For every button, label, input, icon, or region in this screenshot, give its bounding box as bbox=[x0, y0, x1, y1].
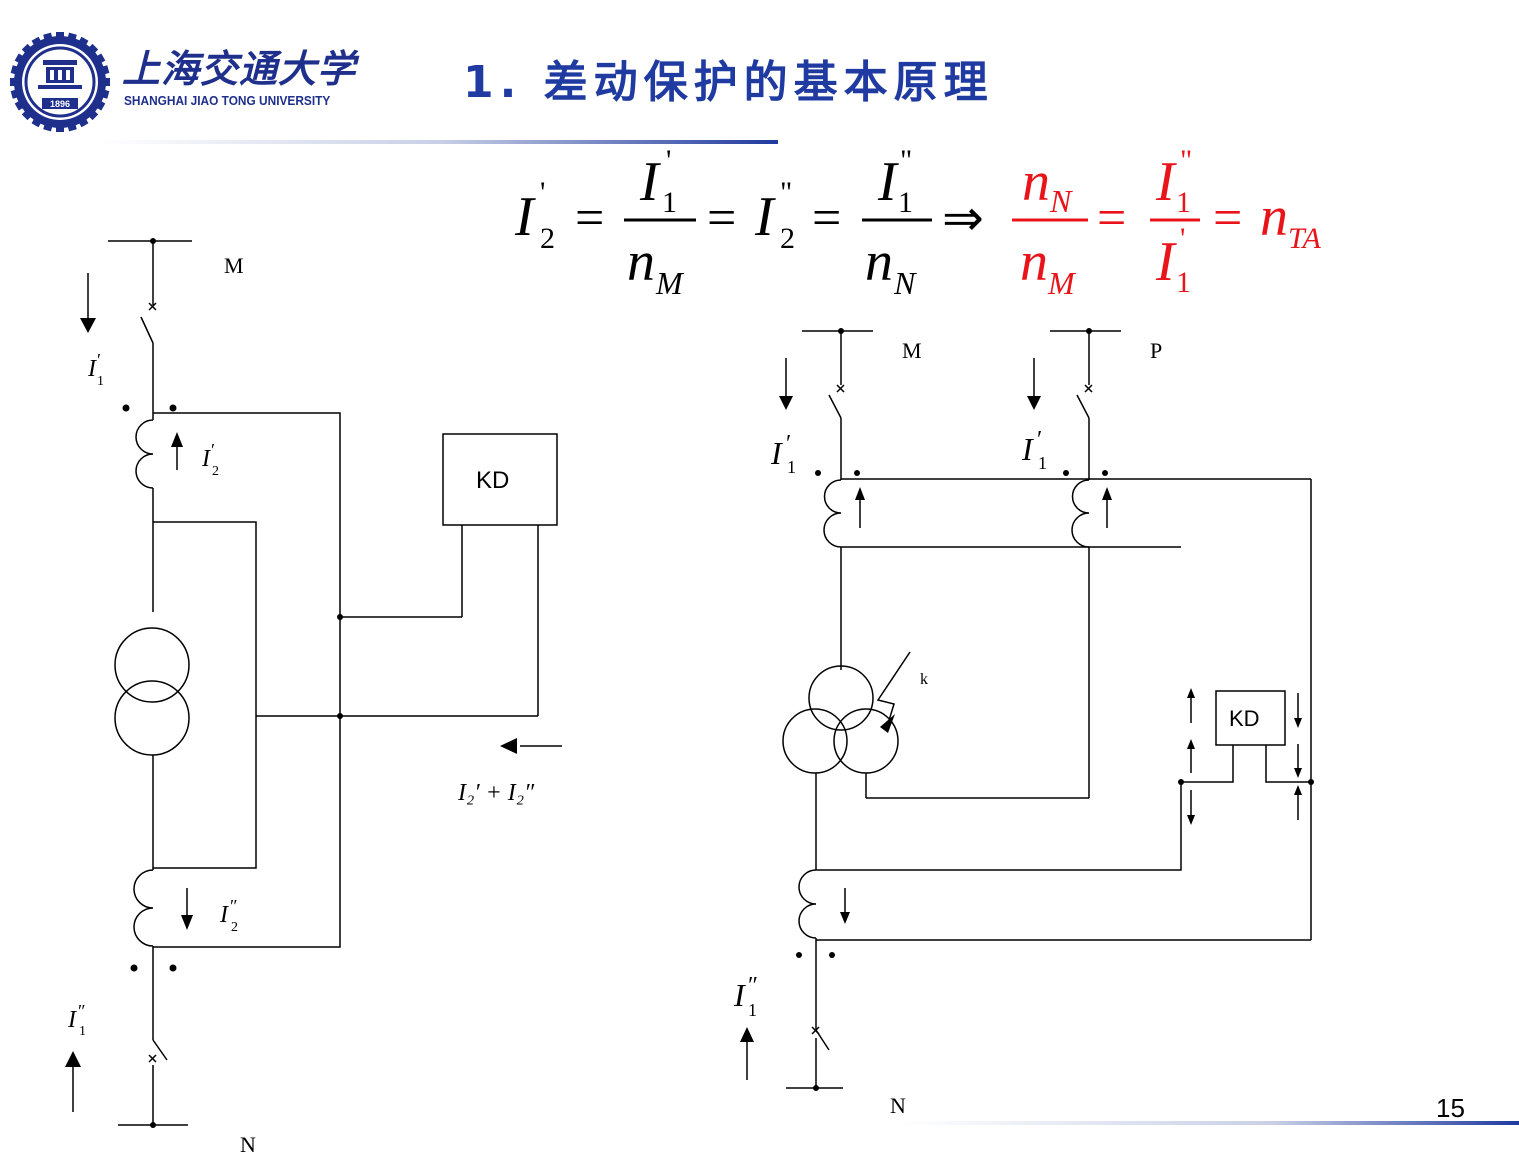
svg-text:1: 1 bbox=[1038, 453, 1047, 473]
svg-text:I: I bbox=[639, 151, 661, 213]
svg-text:N: N bbox=[893, 265, 917, 301]
svg-text:M: M bbox=[1047, 265, 1077, 301]
university-name-cn: 上海交通大学 bbox=[122, 46, 357, 91]
svg-text:=: = bbox=[812, 190, 841, 247]
page-number: 15 bbox=[1436, 1093, 1465, 1123]
svg-text:I: I bbox=[201, 446, 211, 472]
svg-text:n: n bbox=[1020, 231, 1048, 293]
svg-text:1: 1 bbox=[97, 374, 104, 389]
svg-text:I: I bbox=[219, 902, 229, 928]
svg-text:=: = bbox=[707, 190, 736, 247]
svg-text:": " bbox=[780, 176, 792, 209]
university-name-en: SHANGHAI JIAO TONG UNIVERSITY bbox=[124, 94, 331, 108]
bus-label-m: M bbox=[224, 253, 244, 278]
page-title: 1. 差动保护的基本原理 bbox=[463, 57, 994, 108]
relay-kd: KD bbox=[476, 467, 509, 494]
svg-text:": " bbox=[900, 144, 912, 177]
svg-text:″: ″ bbox=[748, 973, 758, 999]
svg-text:I: I bbox=[67, 1007, 77, 1033]
svg-text:1: 1 bbox=[898, 186, 913, 219]
svg-text:n: n bbox=[1022, 151, 1050, 213]
svg-text:2: 2 bbox=[231, 920, 238, 935]
svg-text:2: 2 bbox=[540, 222, 555, 255]
formula-I2p: I bbox=[514, 186, 536, 248]
sum-label: I₂′ + I₂″ bbox=[457, 780, 535, 806]
svg-text:′: ′ bbox=[97, 350, 101, 370]
fault-label: k bbox=[920, 671, 928, 688]
relay-kd: KD bbox=[1229, 706, 1260, 731]
svg-text:': ' bbox=[540, 176, 545, 209]
svg-text:′: ′ bbox=[211, 440, 215, 460]
svg-text:1: 1 bbox=[1176, 266, 1191, 299]
svg-text:M: M bbox=[655, 265, 685, 301]
svg-text:": " bbox=[1180, 144, 1192, 177]
right-diagram: M P N k KD I ′ 1 I ′ 1 I ″ 1 bbox=[733, 328, 1314, 1118]
footer-divider bbox=[900, 1121, 1519, 1125]
svg-text:I: I bbox=[733, 977, 746, 1013]
bus-label-m: M bbox=[902, 338, 922, 363]
svg-text:n: n bbox=[627, 231, 655, 293]
left-diagram: M N KD I ′ 1 I ′ 2 I ″ 2 I ″ 1 I₂′ + I₂″ bbox=[65, 238, 562, 1157]
svg-text:I: I bbox=[1021, 431, 1034, 467]
svg-text:N: N bbox=[1049, 183, 1073, 219]
svg-text:2: 2 bbox=[780, 222, 795, 255]
svg-text:I: I bbox=[1155, 151, 1177, 213]
svg-text:″: ″ bbox=[230, 896, 238, 916]
svg-text:=: = bbox=[575, 190, 604, 247]
svg-text:I: I bbox=[1155, 231, 1177, 293]
svg-text:I: I bbox=[877, 151, 899, 213]
svg-text:=: = bbox=[1097, 190, 1126, 247]
svg-text:n: n bbox=[1260, 186, 1288, 248]
bus-label-p: P bbox=[1150, 338, 1162, 363]
logo-year: 1896 bbox=[50, 99, 70, 109]
svg-text:1: 1 bbox=[662, 186, 677, 219]
svg-text:n: n bbox=[865, 231, 893, 293]
bus-label-n: N bbox=[240, 1132, 256, 1157]
header-divider bbox=[100, 140, 778, 144]
svg-text:I: I bbox=[87, 356, 97, 382]
svg-text:TA: TA bbox=[1288, 222, 1321, 255]
svg-text:I: I bbox=[754, 186, 776, 248]
svg-text:″: ″ bbox=[78, 1001, 86, 1021]
svg-text:': ' bbox=[1180, 222, 1185, 255]
svg-text:': ' bbox=[666, 144, 671, 177]
svg-text:1: 1 bbox=[787, 457, 796, 477]
ratio-formula: I 2 ' = I 1 ' n M = I 2 " = I 1 " n N ⇒ … bbox=[514, 144, 1321, 301]
bus-label-n: N bbox=[890, 1093, 906, 1118]
svg-text:1: 1 bbox=[1176, 186, 1191, 219]
svg-text:2: 2 bbox=[212, 464, 219, 479]
svg-text:⇒: ⇒ bbox=[942, 190, 984, 246]
svg-text:1: 1 bbox=[79, 1024, 86, 1039]
svg-text:=: = bbox=[1213, 190, 1242, 247]
svg-text:I: I bbox=[770, 435, 783, 471]
svg-text:′: ′ bbox=[1037, 427, 1042, 453]
svg-text:1: 1 bbox=[748, 1000, 757, 1020]
university-logo: 1896 bbox=[10, 32, 110, 132]
svg-text:′: ′ bbox=[786, 431, 791, 457]
